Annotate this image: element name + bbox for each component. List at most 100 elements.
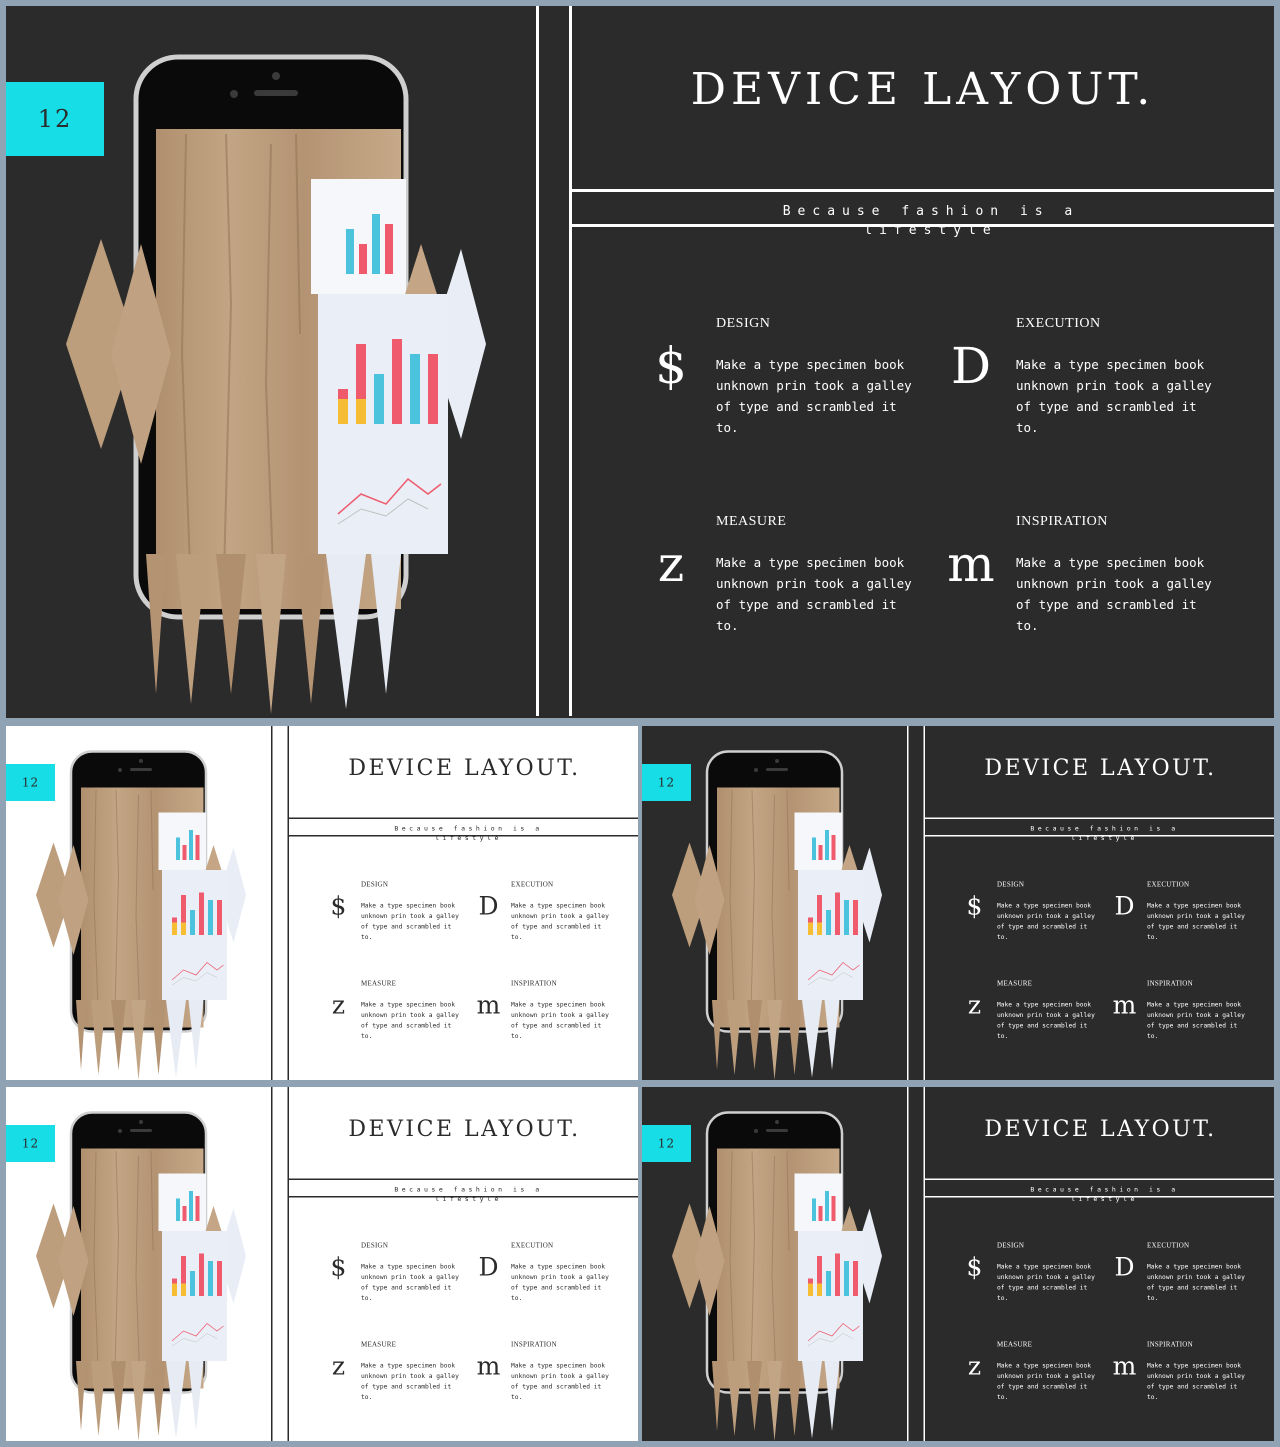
feature-desc: Make a type specimen book unknown prin t… — [511, 901, 609, 941]
feature-name: DESIGN — [997, 881, 1025, 889]
divider-vertical-1 — [271, 1087, 273, 1441]
phone-mockup — [672, 1111, 882, 1441]
slide-title: DEVICE LAYOUT. — [984, 755, 1217, 781]
slide-subtitle: Because fashion is a lifestyle — [394, 1186, 543, 1203]
feature-desc: Make a type specimen book unknown prin t… — [997, 1000, 1095, 1040]
feature-name: DESIGN — [997, 1242, 1025, 1250]
slide-number-badge: 12 — [642, 1125, 691, 1162]
divider-vertical-1 — [907, 1087, 909, 1441]
feature-inspiration: m INSPIRATION Make a type specimen book … — [471, 980, 621, 1055]
feature-execution: D EXECUTION Make a type specimen book un… — [1107, 881, 1257, 956]
dollar-icon: $ — [966, 891, 983, 921]
device-image-pane: 12 — [6, 726, 271, 1080]
device-image-pane: 12 — [6, 1087, 271, 1441]
divider-horizontal-2 — [289, 1196, 638, 1198]
feature-name: EXECUTION — [511, 1242, 554, 1250]
feature-name: DESIGN — [716, 316, 771, 331]
feature-name: INSPIRATION — [511, 1341, 557, 1349]
letter-z-icon: z — [331, 1351, 346, 1381]
feature-measure: z MEASURE Make a type specimen book unkn… — [636, 514, 936, 664]
slide-subtitle: Because fashion is a lifestyle — [394, 825, 543, 842]
slide-number-badge: 12 — [6, 764, 55, 801]
letter-z-icon: z — [967, 990, 982, 1020]
letter-d-icon: D — [478, 891, 499, 921]
feature-design: $ DESIGN Make a type specimen book unkno… — [321, 1242, 471, 1317]
feature-desc: Make a type specimen book unknown prin t… — [997, 1262, 1095, 1302]
slide-number-badge: 12 — [642, 764, 691, 801]
feature-measure: z MEASURE Make a type specimen book unkn… — [321, 1341, 471, 1416]
slide-preview-1[interactable]: 12 DEVICE LAYOUT. Because fashion is a l… — [6, 6, 1274, 718]
slide-preview-5[interactable]: 12 DEVICE LAYOUT. Because fashion is a l… — [642, 1087, 1274, 1441]
feature-measure: z MEASURE Make a type specimen book unkn… — [957, 1341, 1107, 1416]
slide-preview-2[interactable]: 12 DEVICE LAYOUT. Because fashion is a l… — [6, 726, 638, 1080]
feature-inspiration: m INSPIRATION Make a type specimen book … — [1107, 980, 1257, 1055]
feature-execution: D EXECUTION Make a type specimen book un… — [936, 316, 1236, 466]
divider-horizontal-2 — [925, 835, 1274, 837]
divider-vertical-2 — [923, 1087, 925, 1441]
phone-mockup — [36, 750, 246, 1080]
phone-mockup — [672, 750, 882, 1080]
device-image-pane: 12 — [6, 6, 536, 716]
feature-name: INSPIRATION — [1147, 980, 1193, 988]
feature-desc: Make a type specimen book unknown prin t… — [716, 357, 912, 435]
letter-m-icon: m — [476, 1351, 501, 1381]
letter-d-icon: D — [950, 337, 992, 395]
letter-m-icon: m — [476, 990, 501, 1020]
divider-vertical-1 — [907, 726, 909, 1080]
slide-subtitle: Because fashion is a lifestyle — [782, 204, 1080, 238]
feature-name: INSPIRATION — [1147, 1341, 1193, 1349]
letter-m-icon: m — [1112, 990, 1137, 1020]
feature-name: DESIGN — [361, 1242, 389, 1250]
feature-desc: Make a type specimen book unknown prin t… — [511, 1000, 609, 1040]
feature-desc: Make a type specimen book unknown prin t… — [511, 1361, 609, 1401]
feature-design: $ DESIGN Make a type specimen book unkno… — [957, 881, 1107, 956]
feature-name: INSPIRATION — [511, 980, 557, 988]
divider-horizontal-2 — [289, 835, 638, 837]
dollar-icon: $ — [330, 891, 347, 921]
feature-desc: Make a type specimen book unknown prin t… — [361, 1000, 459, 1040]
feature-name: EXECUTION — [1016, 316, 1101, 331]
letter-m-icon: m — [1112, 1351, 1137, 1381]
feature-execution: D EXECUTION Make a type specimen book un… — [471, 1242, 621, 1317]
feature-measure: z MEASURE Make a type specimen book unkn… — [957, 980, 1107, 1055]
feature-measure: z MEASURE Make a type specimen book unkn… — [321, 980, 471, 1055]
divider-vertical-1 — [271, 726, 273, 1080]
dollar-icon: $ — [966, 1252, 983, 1282]
feature-desc: Make a type specimen book unknown prin t… — [361, 1361, 459, 1401]
divider-vertical-2 — [569, 6, 572, 716]
feature-desc: Make a type specimen book unknown prin t… — [997, 1361, 1095, 1401]
letter-d-icon: D — [478, 1252, 499, 1282]
feature-design: $ DESIGN Make a type specimen book unkno… — [957, 1242, 1107, 1317]
feature-execution: D EXECUTION Make a type specimen book un… — [1107, 1242, 1257, 1317]
feature-name: MEASURE — [997, 1341, 1033, 1349]
feature-design: $ DESIGN Make a type specimen book unkno… — [636, 316, 936, 466]
divider-vertical-2 — [287, 1087, 289, 1441]
slide-title: DEVICE LAYOUT. — [348, 755, 581, 781]
divider-vertical-2 — [287, 726, 289, 1080]
slide-number-badge: 12 — [6, 1125, 55, 1162]
feature-desc: Make a type specimen book unknown prin t… — [361, 901, 459, 941]
feature-name: EXECUTION — [511, 881, 554, 889]
slide-preview-4[interactable]: 12 DEVICE LAYOUT. Because fashion is a l… — [6, 1087, 638, 1441]
slide-number-badge: 12 — [6, 82, 104, 156]
feature-name: MEASURE — [716, 514, 787, 529]
feature-desc: Make a type specimen book unknown prin t… — [997, 901, 1095, 941]
feature-name: MEASURE — [361, 1341, 397, 1349]
feature-inspiration: m INSPIRATION Make a type specimen book … — [936, 514, 1236, 664]
letter-z-icon: z — [331, 990, 346, 1020]
divider-horizontal-1 — [289, 817, 638, 819]
dollar-icon: $ — [655, 337, 687, 395]
slide-title: DEVICE LAYOUT. — [348, 1116, 581, 1142]
slide-preview-3[interactable]: 12 DEVICE LAYOUT. Because fashion is a l… — [642, 726, 1274, 1080]
feature-desc: Make a type specimen book unknown prin t… — [716, 555, 912, 633]
letter-d-icon: D — [1114, 1252, 1135, 1282]
divider-vertical-1 — [536, 6, 539, 716]
letter-m-icon: m — [947, 535, 995, 593]
device-image-pane: 12 — [642, 1087, 907, 1441]
divider-horizontal-1 — [925, 1178, 1274, 1180]
feature-desc: Make a type specimen book unknown prin t… — [1016, 555, 1212, 633]
divider-horizontal-1 — [289, 1178, 638, 1180]
feature-desc: Make a type specimen book unknown prin t… — [1147, 901, 1245, 941]
slide-title: DEVICE LAYOUT. — [690, 64, 1156, 115]
device-image-pane: 12 — [642, 726, 907, 1080]
